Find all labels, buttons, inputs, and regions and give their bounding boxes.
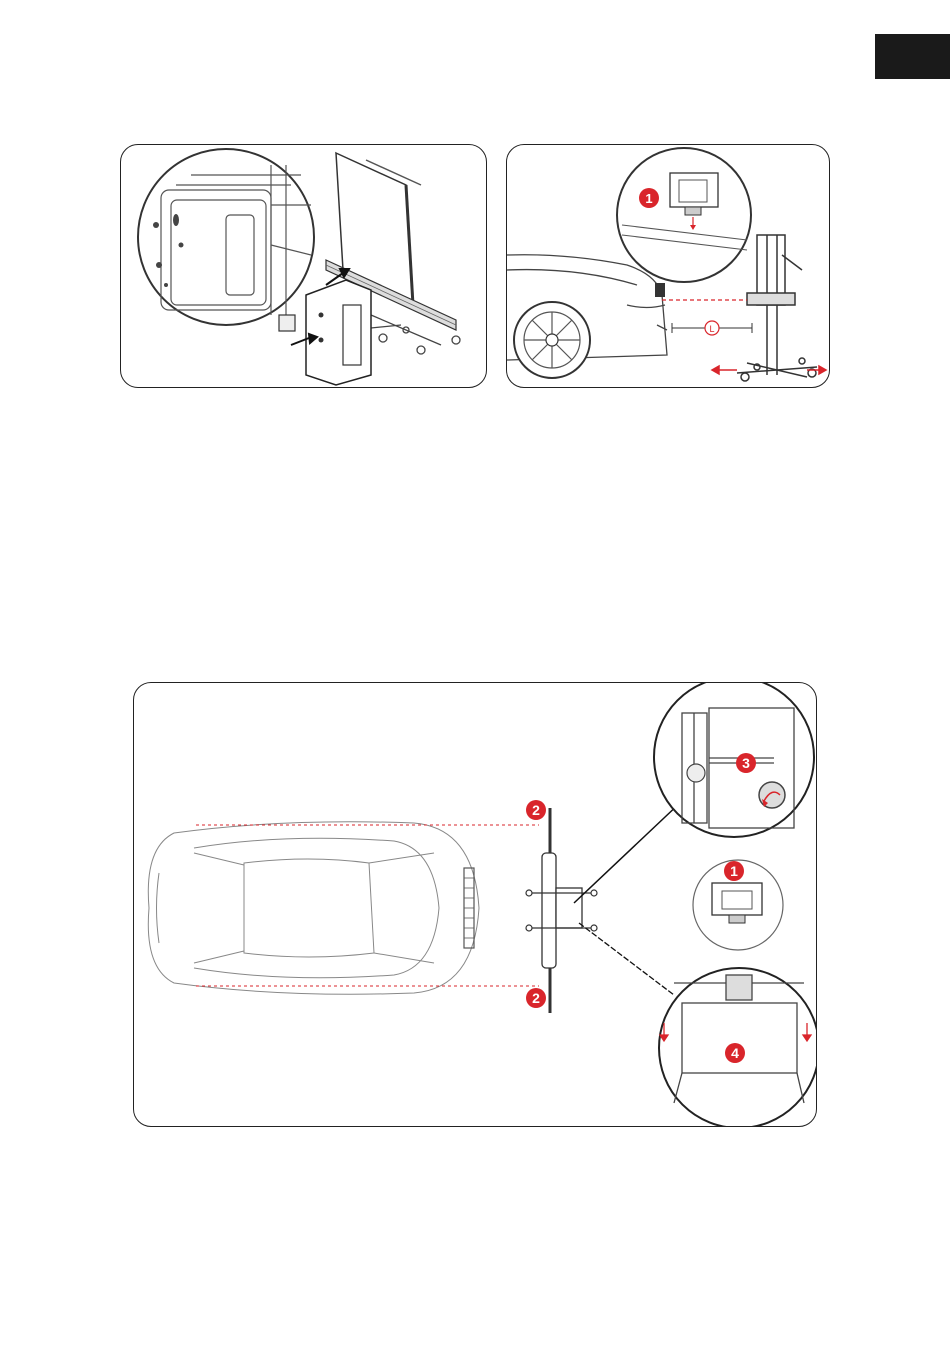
illustration-mounting-bracket (120, 144, 487, 388)
step-badge-2-top-label: 2 (532, 802, 540, 818)
illustration-top-view-alignment: 2 2 3 1 (133, 682, 817, 1127)
illustration-vehicle-distance: 1 L (506, 144, 830, 388)
step-badge-3-label: 3 (742, 755, 750, 771)
step-badge-1-label: 1 (645, 191, 652, 206)
vehicle-distance-drawing: 1 L (507, 145, 829, 387)
step-badge-1-inset-label: 1 (730, 863, 738, 879)
inset-adjuster-knob (654, 683, 814, 837)
step-badge-4-label: 4 (731, 1045, 739, 1061)
mounting-bracket-drawing (121, 145, 486, 387)
top-view-drawing: 2 2 3 1 (134, 683, 816, 1126)
page-tab-marker (875, 34, 950, 79)
distance-label: L (709, 324, 714, 334)
step-badge-2-bottom-label: 2 (532, 990, 540, 1006)
